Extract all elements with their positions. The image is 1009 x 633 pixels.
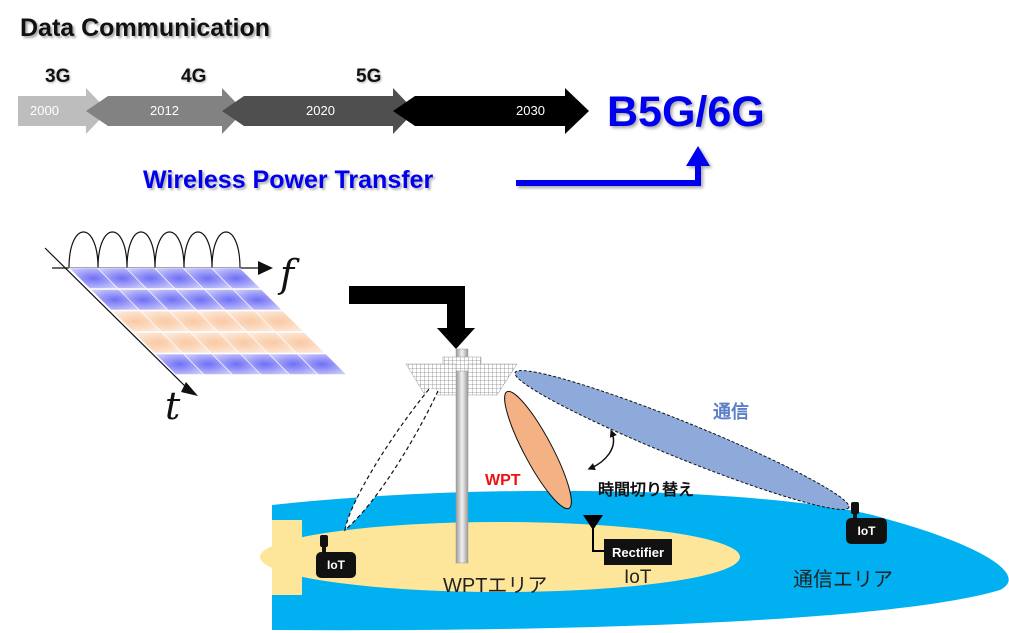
iot-rectifier-label: IoT — [624, 567, 652, 588]
antenna-panels — [405, 356, 518, 396]
resource-cell-comm — [296, 353, 348, 375]
freq-axis-label: f — [280, 252, 295, 296]
b5g-6g-label: B5G/6G — [607, 88, 765, 136]
gen-label-3g: 3G — [45, 66, 71, 87]
resource-cell-wpt — [253, 310, 305, 332]
arrow-3g — [18, 88, 108, 134]
timeline-arrows — [18, 88, 589, 134]
gen-label-5g: 5G — [356, 66, 382, 87]
switch-arrow — [587, 429, 617, 470]
wpt-beam-label: WPT — [485, 472, 521, 489]
year-2000: 2000 — [30, 103, 59, 118]
black-arrow-head — [437, 328, 475, 349]
wpt-connector-arrow — [516, 146, 710, 186]
wpt-beam — [504, 390, 572, 510]
idle-beam — [344, 387, 439, 532]
gen-label-4g: 4G — [181, 66, 207, 87]
iot-device-right: IoT — [846, 518, 887, 544]
wpt-title: Wireless Power Transfer — [143, 166, 434, 194]
antenna-pole — [455, 348, 469, 564]
year-2012: 2012 — [150, 103, 179, 118]
iot-antenna-right — [851, 502, 859, 514]
page-title: Data Communication — [20, 14, 271, 42]
resource-cell-comm — [210, 267, 262, 289]
time-axis-label: t — [165, 384, 181, 428]
subcarrier-lobes — [68, 231, 241, 269]
comm-area-label: 通信エリア — [793, 569, 893, 591]
year-2030: 2030 — [516, 103, 545, 118]
year-2020: 2020 — [306, 103, 335, 118]
comm-beam-label: 通信 — [713, 402, 749, 422]
time-switch-label: 時間切り替え — [598, 482, 695, 499]
iot-device-left: IoT — [316, 552, 356, 578]
arrow-5g — [222, 88, 415, 134]
wpt-area-label: WPTエリア — [443, 575, 548, 597]
arrow-4g — [86, 88, 244, 134]
resource-cell-wpt — [275, 332, 326, 354]
iot-antenna-left — [320, 535, 328, 547]
receiver-antenna-icon — [583, 515, 603, 530]
arrow-2030 — [393, 88, 589, 134]
rectifier-box: Rectifier — [604, 539, 672, 565]
comm-beam — [514, 370, 850, 510]
black-elbow-arrow — [349, 286, 465, 330]
resource-cell-comm — [232, 289, 283, 311]
ofdm-grid — [44, 231, 348, 396]
